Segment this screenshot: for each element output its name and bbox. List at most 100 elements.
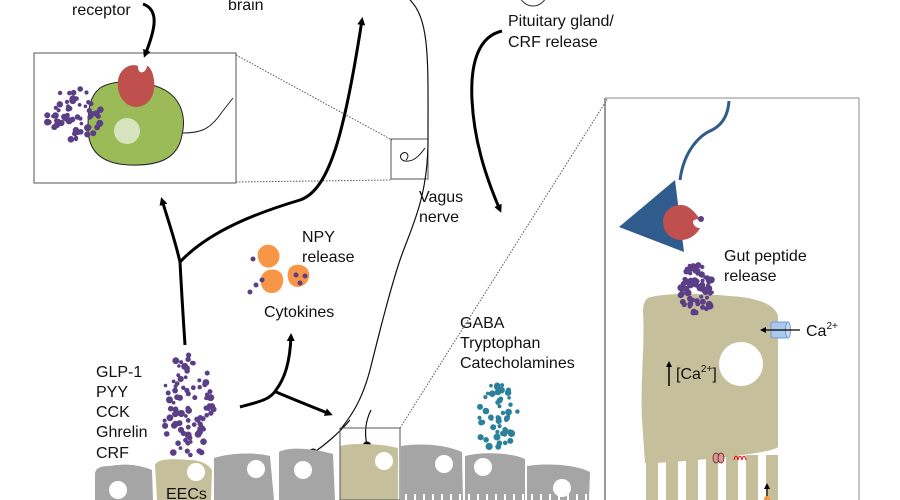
- hormone-dot: [185, 405, 191, 411]
- villus: [646, 455, 658, 500]
- npy-dots: [247, 256, 308, 295]
- epithelial-cell: [401, 444, 463, 500]
- hormone-label: GLP-1: [96, 364, 142, 381]
- label-calcium-ion: Ca2+: [806, 321, 838, 340]
- neurotransmitter-dot: [510, 432, 515, 437]
- hormone-dot: [185, 424, 191, 430]
- peptide-dot: [77, 103, 82, 107]
- neurotransmitter-dot: [500, 410, 506, 416]
- label-cytokines: Cytokines: [264, 304, 334, 321]
- hormone-dot: [162, 418, 167, 423]
- ca-superscript: 2+: [826, 321, 838, 332]
- gut-peptide-dot: [688, 271, 693, 276]
- microvillus: [414, 494, 416, 500]
- inset-zoom-line-top: [235, 54, 393, 141]
- gut-peptide-dot: [708, 291, 713, 296]
- label-brain: brain: [228, 0, 264, 14]
- label-npy-1: NPY: [302, 229, 335, 246]
- microvillus: [513, 494, 515, 500]
- villus: [726, 455, 738, 500]
- hormone-dot: [204, 370, 210, 376]
- gut-peptide-dot: [699, 298, 706, 305]
- hormone-dot: [177, 375, 184, 383]
- gut-peptide-dot: [686, 291, 692, 296]
- microvillus: [432, 494, 434, 500]
- arrow-to-epithelium: [275, 390, 333, 416]
- cytokine-cell-1: [257, 244, 280, 268]
- peptide-dot: [96, 119, 104, 127]
- hormone-label: CCK: [96, 404, 130, 421]
- gut-peptide-dot: [679, 299, 686, 305]
- hormone-dot: [194, 430, 202, 438]
- hormone-list: GLP-1 PYY CCK Ghrelin CRF: [96, 364, 148, 462]
- npy-dot: [247, 289, 253, 295]
- peptide-dot: [53, 121, 61, 129]
- peptide-dot: [52, 112, 59, 119]
- villus: [666, 455, 678, 500]
- neurotransmitter-dot: [505, 408, 512, 416]
- bound-peptide: [698, 216, 704, 222]
- hormone-dot: [210, 406, 217, 413]
- neurotransmitter-dot: [489, 383, 493, 388]
- label-pituitary-2: CRF release: [508, 34, 598, 51]
- hormone-dot: [200, 438, 207, 446]
- hormone-dot: [185, 418, 191, 423]
- microvillus: [567, 494, 569, 500]
- gut-peptide-dot: [699, 294, 704, 299]
- peptide-dot: [95, 125, 100, 131]
- gut-peptide-dot: [694, 311, 699, 316]
- ca-conc-open: [Ca: [676, 366, 701, 383]
- arrow-to-brain: [178, 17, 366, 264]
- eec-nucleus: [187, 463, 205, 481]
- hormone-dot: [208, 410, 214, 416]
- eec-zoom-line-top: [399, 97, 609, 429]
- gut-peptide-dot: [700, 264, 705, 270]
- neurotransmitter-label: Tryptophan: [460, 335, 540, 352]
- neurotransmitter-dot: [483, 395, 488, 400]
- hormone-dot: [207, 394, 215, 402]
- hormone-label: Ghrelin: [96, 424, 148, 441]
- hormone-dot: [186, 352, 192, 358]
- cell-nucleus: [109, 481, 127, 499]
- hormone-dot: [197, 385, 202, 390]
- hormone-dot: [171, 422, 178, 429]
- peptide-dot: [70, 89, 77, 96]
- red-receptor: [117, 65, 155, 107]
- eec-cell-target: [340, 443, 398, 500]
- neurotransmitter-dot: [503, 428, 509, 434]
- inset-peptide-dots: [44, 86, 104, 143]
- neurotransmitter-dot: [483, 437, 489, 443]
- hormone-dot: [166, 414, 174, 422]
- neurotransmitter-dot: [495, 429, 500, 434]
- receptor-inset: [33, 52, 237, 184]
- microvillus: [558, 494, 560, 500]
- hormone-dot: [172, 357, 180, 365]
- hormone-dot: [177, 364, 181, 368]
- neurotransmitter-dot: [504, 389, 512, 396]
- hormone-dot: [163, 431, 170, 437]
- neurotransmitter-dot: [502, 440, 508, 446]
- hormone-dot: [192, 395, 198, 401]
- peptide-dot: [57, 90, 63, 96]
- arrow-to-cytokines-stem: [239, 333, 295, 409]
- label-receptor: receptor: [72, 2, 131, 19]
- neurotransmitter-dot: [488, 391, 493, 396]
- inset-zoom-line-bottom: [235, 179, 393, 183]
- peptide-dot: [64, 99, 70, 104]
- gut-epithelium: EECs: [95, 427, 590, 500]
- gut-peptide-dot: [679, 290, 685, 297]
- hormone-dot: [171, 379, 176, 384]
- neurotransmitter-dot: [508, 402, 513, 407]
- npy-dot: [259, 277, 265, 283]
- npy-dot: [302, 273, 308, 279]
- peptide-dot: [56, 101, 63, 108]
- gut-peptide-dot: [698, 282, 706, 289]
- peptide-dot: [64, 113, 70, 118]
- peptide-dot: [97, 106, 104, 113]
- npy-dot: [253, 282, 259, 288]
- gut-peptide-dot: [683, 268, 690, 275]
- peptide-dot: [56, 108, 61, 113]
- gut-peptide-dot: [705, 295, 709, 300]
- microvillus: [405, 494, 407, 500]
- gut-peptide-dot: [702, 288, 709, 295]
